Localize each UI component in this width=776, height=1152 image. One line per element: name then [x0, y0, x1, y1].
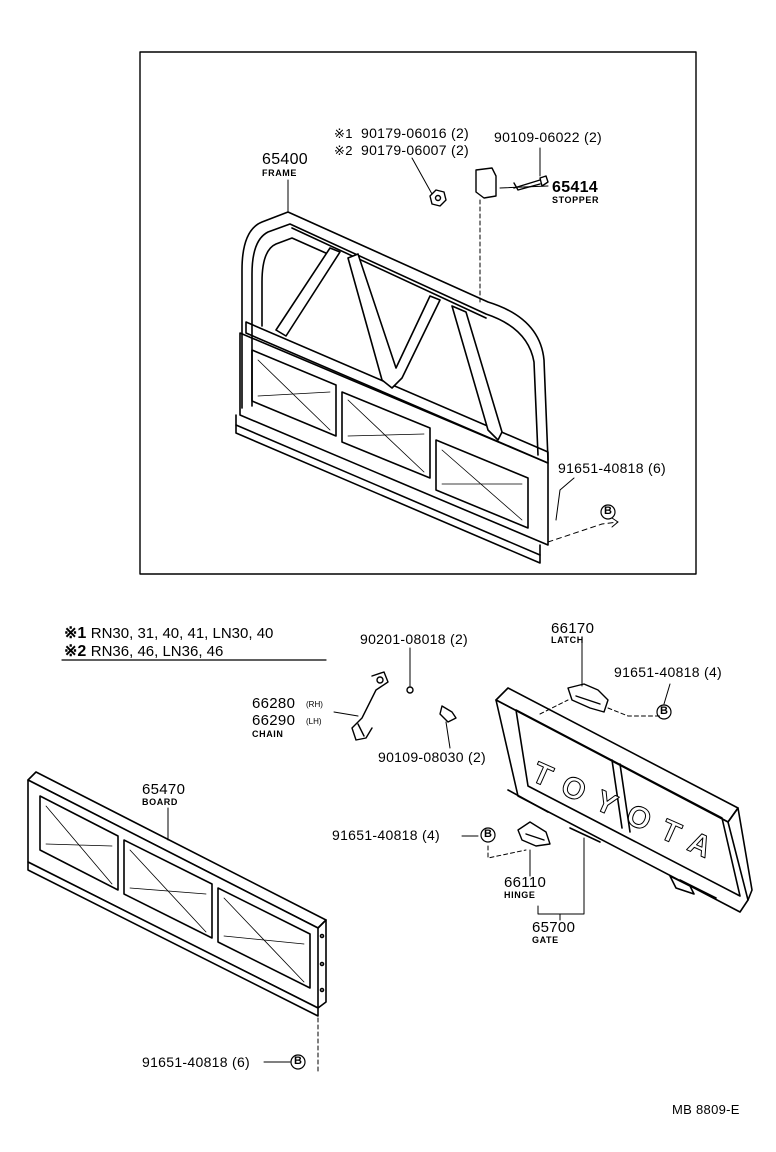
legend-row-2: ※2 RN36, 46, LN36, 46	[64, 641, 223, 661]
chain-rh-side: (RH)	[306, 700, 323, 709]
legend-row-1: ※1 RN30, 31, 40, 41, LN30, 40	[64, 623, 273, 643]
nut1-code: ※1	[334, 126, 353, 141]
legend-code-2: ※2	[64, 643, 87, 660]
chain-name: CHAIN	[252, 729, 284, 739]
ref-b-circle-latch	[656, 704, 672, 720]
ref-b-top: B	[604, 505, 612, 517]
chain-drawing	[351, 671, 457, 741]
ref-b-circle-top	[600, 504, 616, 520]
top-leaders	[287, 147, 619, 543]
hinge-drawing	[517, 821, 551, 847]
legend-models-1: RN30, 31, 40, 41, LN30, 40	[90, 625, 274, 642]
chain-bolt-part: 90109-08030 (2)	[378, 749, 487, 765]
ref-b-circle-hinge	[480, 827, 496, 843]
nut2-part: 90179-06007 (2)	[361, 142, 470, 158]
stopper-part-number: 65414	[552, 179, 598, 196]
nut2-code: ※2	[334, 143, 353, 158]
ref-b-board: B	[294, 1055, 302, 1067]
stopper-drawing	[429, 167, 549, 207]
nut1-part: 90179-06016 (2)	[361, 125, 470, 141]
bolt-part: 90109-06022 (2)	[494, 129, 603, 145]
ref-b-hinge: B	[484, 828, 492, 840]
chain-leaders	[333, 647, 451, 749]
ref-b-latch: B	[660, 705, 668, 717]
board-name: BOARD	[142, 797, 178, 807]
legend-models-2: RN36, 46, LN36, 46	[90, 643, 224, 660]
board-leaders	[167, 807, 319, 1073]
chain-lh-side: (LH)	[306, 717, 322, 726]
gate-name: GATE	[532, 935, 559, 945]
hinge-name: HINGE	[504, 890, 536, 900]
board-drawing	[27, 771, 327, 1017]
gate-leaders	[461, 641, 671, 921]
legend-code-1: ※1	[64, 625, 87, 642]
gate-drawing	[495, 687, 753, 913]
latch-bolt-part: 91651-40818 (4)	[614, 664, 723, 680]
chain-rh-part: 66280	[252, 695, 296, 712]
board-bolt-part: 91651-40818 (6)	[142, 1054, 251, 1070]
clip-part: 90201-08018 (2)	[360, 631, 469, 647]
frame-part-number: 65400	[262, 151, 308, 168]
hinge-bolt-part: 91651-40818 (4)	[332, 827, 441, 843]
frame-drawing	[235, 211, 549, 564]
latch-name: LATCH	[551, 635, 584, 645]
board-part-number: 65470	[142, 781, 186, 798]
figure-code: MB 8809-E	[672, 1102, 740, 1117]
frame-name: FRAME	[262, 168, 297, 178]
chain-lh-part: 66290	[252, 712, 296, 729]
latch-drawing	[567, 683, 609, 713]
frame-bolt-part: 91651-40818 (6)	[558, 460, 667, 476]
top-section-border	[139, 51, 697, 575]
hinge-part-number: 66110	[504, 874, 547, 891]
ref-b-circle-board	[290, 1054, 306, 1070]
gate-part-number: 65700	[532, 919, 576, 936]
stopper-name: STOPPER	[552, 195, 600, 205]
latch-part-number: 66170	[551, 620, 595, 637]
